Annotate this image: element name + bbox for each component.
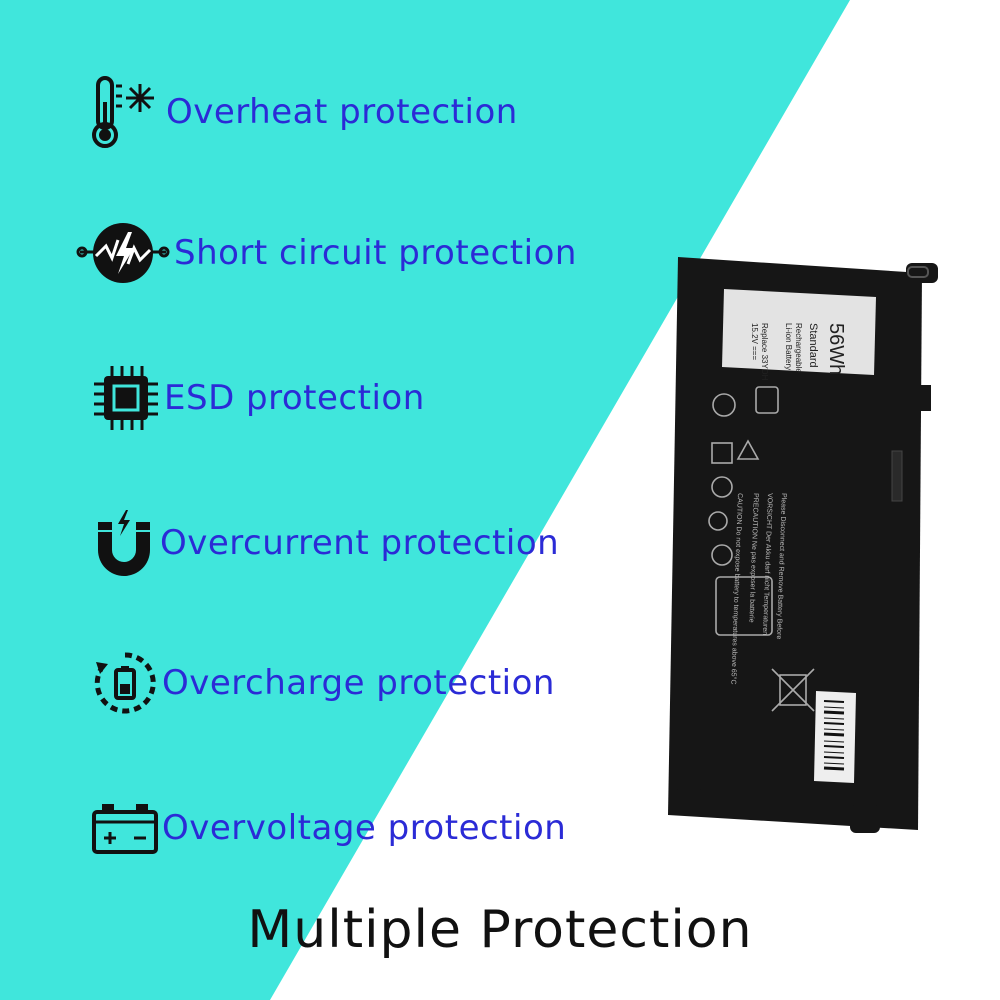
- feature-label: Short circuit protection: [174, 233, 577, 273]
- feature-esd: ESD protection: [92, 364, 425, 432]
- feature-label: Overcurrent protection: [160, 523, 560, 563]
- feature-label: Overcharge protection: [162, 663, 555, 703]
- feature-overheat: Overheat protection: [92, 72, 518, 152]
- feature-overcharge: Overcharge protection: [92, 650, 555, 716]
- feature-label: Overvoltage protection: [162, 808, 567, 848]
- voltage-text: 15.2V ===: [750, 323, 759, 360]
- teal-panel: [0, 0, 850, 1000]
- battery-charge-cycle-icon: [94, 652, 156, 714]
- mount-tab: [850, 805, 880, 833]
- mount-tab: [674, 789, 704, 809]
- thermometer-snowflake-icon: [92, 76, 154, 148]
- barcode: [823, 700, 845, 771]
- recycle-bin-icon: [771, 668, 815, 712]
- mount-tab: [915, 385, 931, 411]
- feature-label: ESD protection: [164, 378, 425, 418]
- type-text: Standard: [807, 323, 819, 368]
- car-battery-icon: [92, 804, 158, 854]
- svg-text:PRECAUTION Ne pas exposer la b: PRECAUTION Ne pas exposer la batterie: [747, 493, 759, 623]
- feature-overvoltage: Overvoltage protection: [92, 800, 566, 856]
- headline: Multiple Protection: [247, 900, 753, 960]
- magnet-lightning-icon: [98, 510, 150, 576]
- svg-text:VORSICHT Der Akku darf nicht T: VORSICHT Der Akku darf nicht Temperature…: [761, 493, 773, 635]
- feature-short-circuit: Short circuit protection: [76, 218, 577, 288]
- certification-marks: [708, 386, 779, 636]
- liion-text: Li-ion Battery: [784, 323, 793, 370]
- capacity-text: 56Wh: [825, 323, 847, 375]
- feature-label: Overheat protection: [166, 92, 518, 132]
- connector: [891, 450, 903, 502]
- feature-overcurrent: Overcurrent protection: [92, 508, 559, 578]
- lightning-circuit-icon: [76, 223, 170, 283]
- battery-body: [668, 257, 922, 830]
- battery-product: 56Wh Standard Rechargeable Li-ion Batter…: [668, 257, 938, 833]
- rechargeable-text: Rechargeable: [794, 323, 803, 373]
- battery-label: [722, 289, 876, 375]
- replace-text: Replace 33YDH: [760, 323, 769, 381]
- barcode-sticker: [814, 691, 856, 783]
- chip-icon: [94, 366, 158, 430]
